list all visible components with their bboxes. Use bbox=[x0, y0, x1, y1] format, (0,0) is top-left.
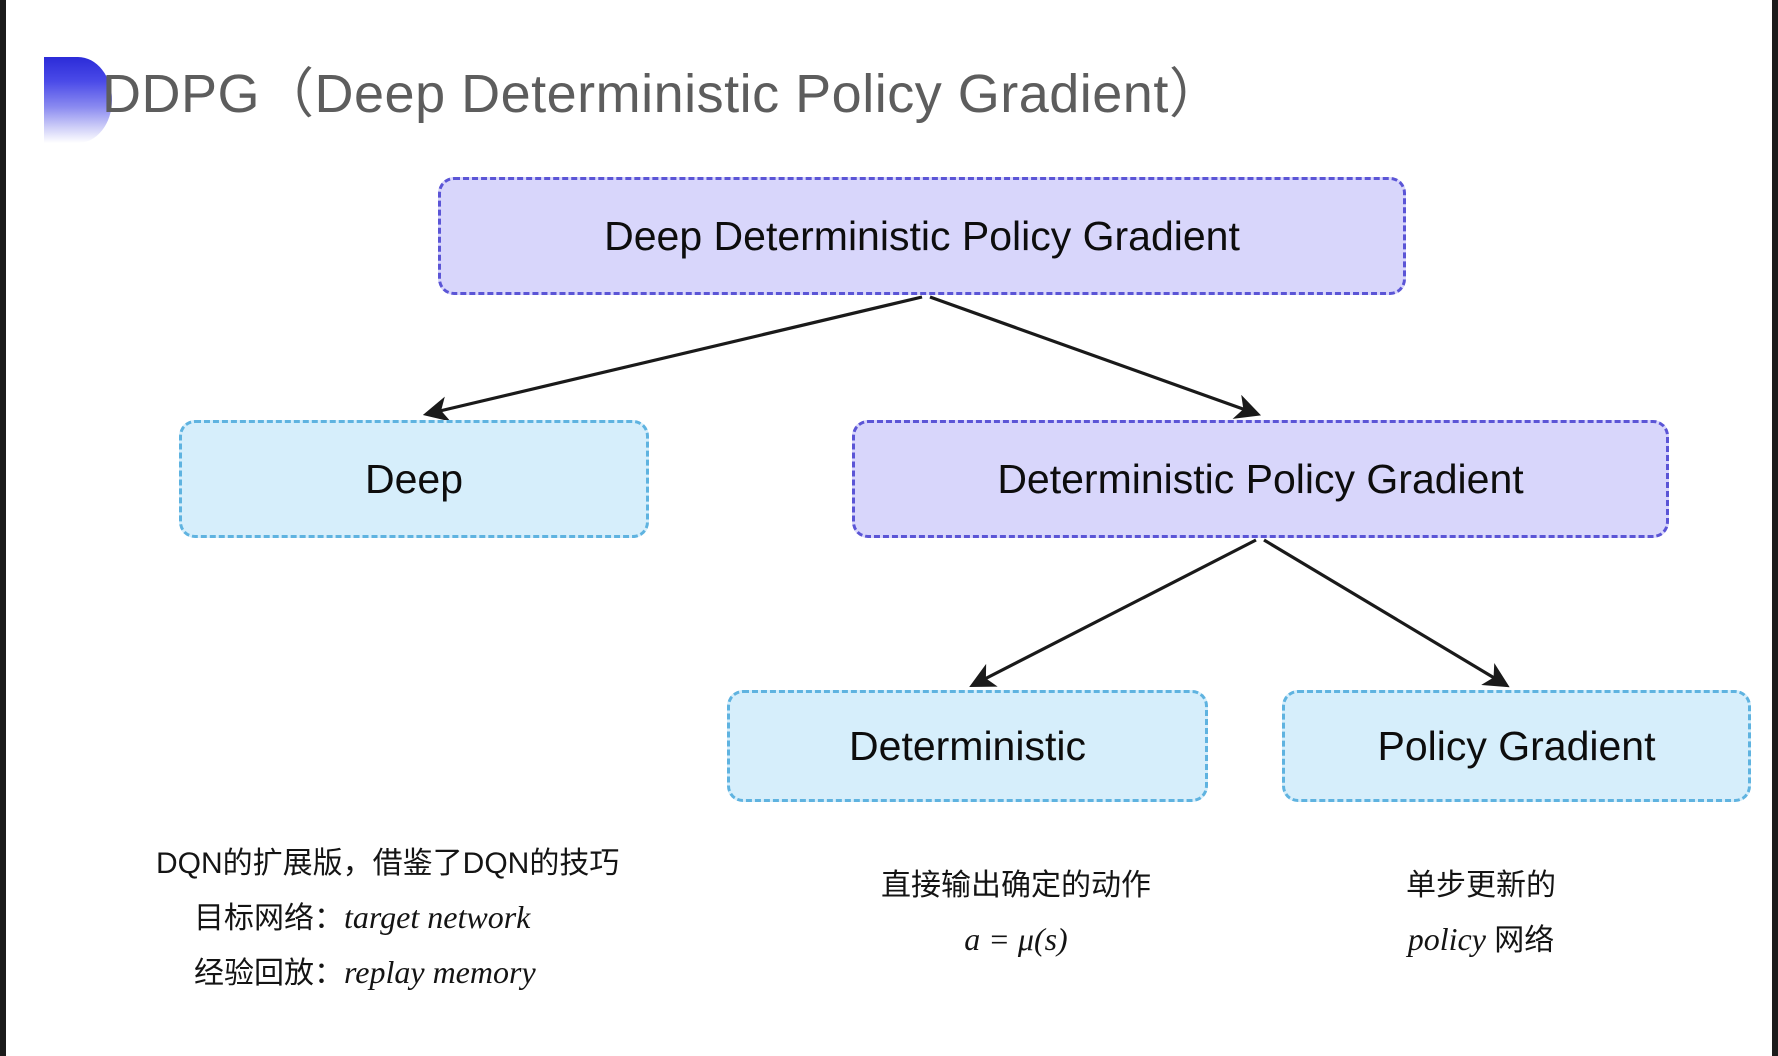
caption-line: 目标网络：target network bbox=[156, 890, 619, 945]
caption-line: policy 网络 bbox=[1336, 912, 1626, 967]
caption-suffix: 网络 bbox=[1485, 923, 1555, 957]
caption-line: a = μ(s) bbox=[861, 912, 1171, 967]
caption-line: DQN的扩展版，借鉴了DQN的技巧 bbox=[156, 838, 619, 890]
node-label: Deterministic Policy Gradient bbox=[997, 455, 1524, 502]
caption-term: replay memory bbox=[344, 953, 536, 990]
caption-label: 目标网络： bbox=[194, 901, 344, 935]
half-circle-gradient-icon bbox=[44, 57, 112, 143]
caption-line: 经验回放：replay memory bbox=[156, 945, 619, 1000]
caption-text: 直接输出确定的动作 bbox=[881, 869, 1151, 902]
node-deterministic-policy-gradient[interactable]: Deterministic Policy Gradient bbox=[852, 420, 1669, 538]
node-label: Deep Deterministic Policy Gradient bbox=[604, 212, 1240, 259]
edge-dpg-to-deterministic bbox=[969, 538, 1257, 687]
caption-text: DQN的扩展版，借鉴了DQN的技巧 bbox=[156, 847, 620, 880]
node-deterministic[interactable]: Deterministic bbox=[727, 690, 1208, 802]
caption-term: target network bbox=[344, 898, 531, 935]
node-label: Deep bbox=[364, 455, 463, 502]
node-label: Deterministic bbox=[849, 722, 1086, 769]
caption-formula: a = μ(s) bbox=[964, 920, 1068, 957]
node-deep[interactable]: Deep bbox=[179, 420, 649, 538]
caption-label: 经验回放： bbox=[194, 956, 344, 990]
node-deep-deterministic-policy-gradient[interactable]: Deep Deterministic Policy Gradient bbox=[438, 177, 1406, 295]
node-policy-gradient[interactable]: Policy Gradient bbox=[1282, 690, 1751, 802]
caption-deep: DQN的扩展版，借鉴了DQN的技巧 目标网络：target network 经验… bbox=[156, 838, 619, 1000]
caption-term: policy bbox=[1407, 920, 1486, 957]
caption-policy-gradient: 单步更新的 policy 网络 bbox=[1336, 860, 1626, 967]
edge-ddpg-to-dpg bbox=[929, 295, 1262, 419]
caption-text: 单步更新的 bbox=[1406, 869, 1556, 902]
caption-deterministic: 直接输出确定的动作 a = μ(s) bbox=[861, 860, 1171, 967]
caption-line: 单步更新的 bbox=[1336, 860, 1626, 912]
caption-line: 直接输出确定的动作 bbox=[861, 860, 1171, 912]
edge-dpg-to-policy-gradient bbox=[1263, 538, 1510, 688]
page-title: DDPG（Deep Deterministic Policy Gradient） bbox=[102, 64, 1224, 124]
edge-ddpg-to-deep bbox=[422, 295, 923, 422]
node-label: Policy Gradient bbox=[1377, 722, 1656, 769]
